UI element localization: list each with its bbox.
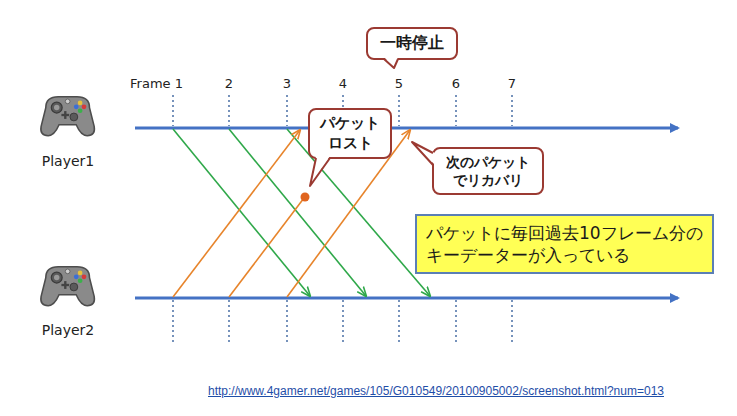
packet-arrows-p1	[173, 129, 430, 296]
frame-number: 2	[225, 76, 233, 91]
callout-tail-fill	[310, 156, 330, 186]
callout-tail-outline	[384, 59, 398, 68]
callout-tail	[310, 110, 390, 157]
node-text: 一時停止	[380, 33, 444, 54]
frame-number: 5	[395, 76, 403, 91]
callout-tail-outline	[310, 158, 330, 186]
frame-number: 4	[339, 76, 347, 91]
timeline-arrow	[135, 127, 678, 130]
loss-dot	[301, 193, 310, 202]
node-text: 次のパケット でリカバリ	[446, 153, 530, 189]
loss-callout: パケット ロスト	[308, 108, 392, 159]
gamepad-icon	[41, 97, 95, 136]
player-label: Player2	[42, 322, 94, 338]
timeline-arrow	[135, 297, 678, 300]
frame-number: 3	[283, 76, 291, 91]
callout-tail-outline	[412, 142, 433, 165]
pause-callout: 一時停止	[366, 27, 458, 60]
node-text: パケットに毎回過去10フレーム分の キーデーターが入っている	[426, 222, 703, 266]
recovery-callout: 次のパケット でリカバリ	[432, 147, 544, 195]
frame-number: 7	[508, 76, 516, 91]
callout-tail	[434, 149, 542, 193]
player-label: Player1	[42, 153, 94, 169]
note-box: パケットに毎回過去10フレーム分の キーデーターが入っている	[415, 214, 714, 274]
callout-tail	[368, 29, 456, 58]
gamepad-icon	[41, 267, 95, 306]
callout-tail-fill	[384, 57, 398, 68]
frame-label: Frame 1	[130, 76, 183, 91]
source-url: http://www.4gamer.net/games/105/G010549/…	[208, 384, 664, 398]
callout-tail-fill	[412, 142, 435, 165]
frame-number: 6	[452, 76, 460, 91]
node-text: パケット ロスト	[320, 114, 380, 153]
